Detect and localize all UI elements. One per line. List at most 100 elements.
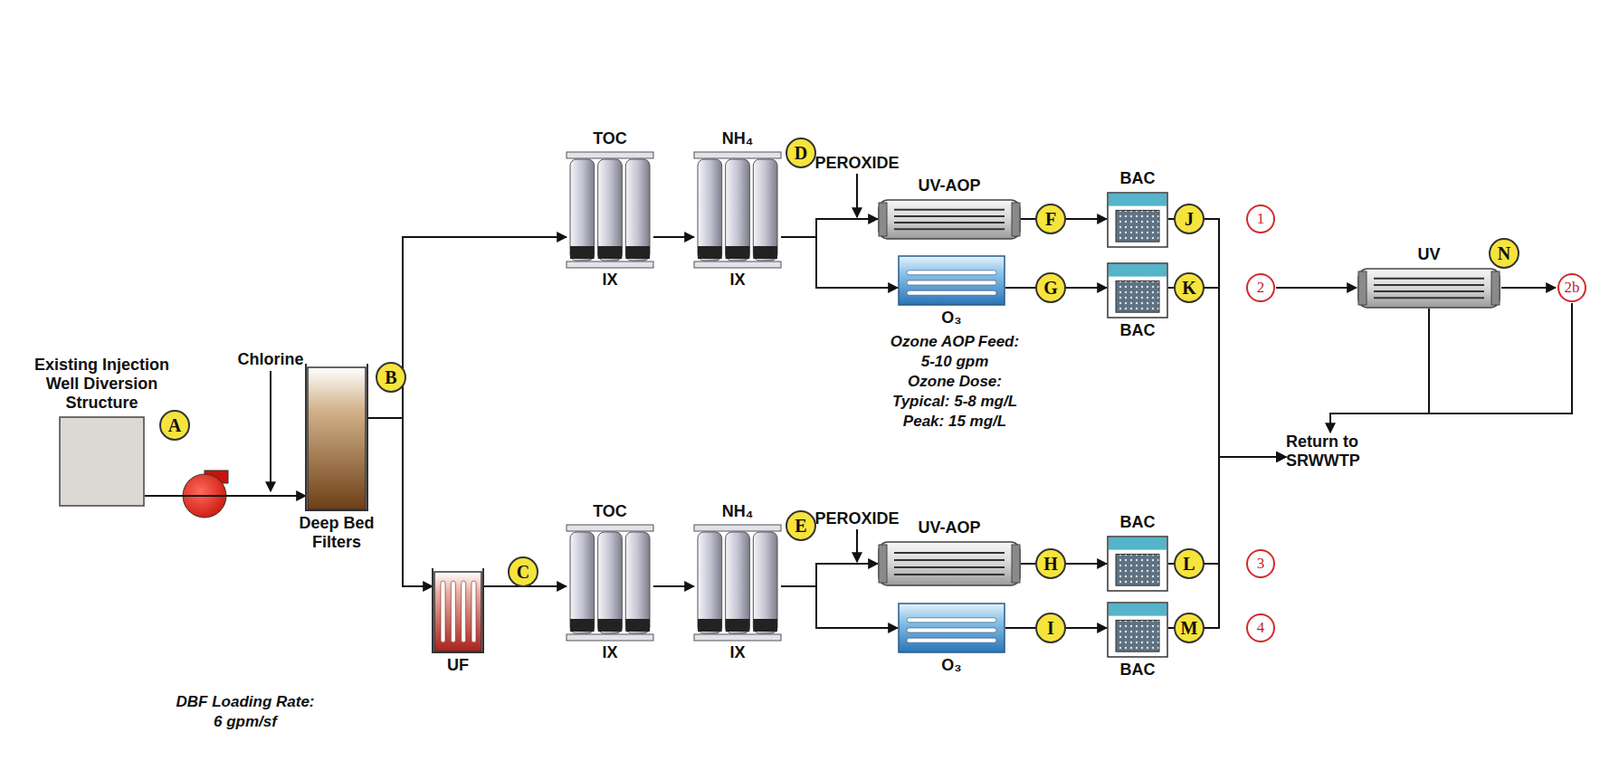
callout-letter: M xyxy=(1173,612,1205,644)
node-label: Deep Bed Filters xyxy=(286,514,387,553)
callout-letter: K xyxy=(1173,272,1205,304)
ion-exchange-vessel: TOCIX xyxy=(566,524,654,641)
layout-drawing xyxy=(182,173,1572,562)
chemical-feed-label: PEROXIDE xyxy=(814,509,899,529)
node-label: UV-AOP xyxy=(917,518,981,538)
dbf-graphic xyxy=(305,361,368,512)
stream-line xyxy=(1501,286,1556,289)
uv-graphic xyxy=(877,541,1021,587)
callout-letter: I xyxy=(1035,612,1067,644)
callout-letter: G xyxy=(1035,272,1067,304)
uv-reactor: UV-AOP xyxy=(877,541,1021,587)
node-label: O₃ xyxy=(941,308,962,328)
node-label: BAC xyxy=(1120,169,1156,189)
node-label: O₃ xyxy=(941,656,962,676)
ozone-basin: O₃ xyxy=(897,602,1006,654)
flow-line xyxy=(780,237,898,288)
stream-number: 4 xyxy=(1246,613,1276,643)
design-note: Ozone AOP Feed: xyxy=(890,332,1020,352)
node-label: TOC xyxy=(592,129,628,149)
stream-line xyxy=(1428,303,1572,414)
design-note: Ozone Dose: xyxy=(907,371,1002,391)
ion-exchange-vessel: TOCIX xyxy=(566,152,654,268)
stream-number: 2 xyxy=(1246,273,1276,303)
flow-line xyxy=(653,236,695,239)
callout-letter: D xyxy=(785,137,817,169)
ion-exchange-vessel: NH₄IX xyxy=(694,524,781,641)
chemical-feed-label: PEROXIDE xyxy=(814,153,899,173)
node-label: BAC xyxy=(1120,321,1156,341)
flow-line xyxy=(780,563,878,587)
callout-letter: E xyxy=(785,510,817,542)
node-label: BAC xyxy=(1120,513,1156,533)
chlorine-feed-arrow xyxy=(269,371,272,492)
bac-graphic xyxy=(1106,601,1169,658)
flow-line xyxy=(1168,219,1286,458)
ix-graphic xyxy=(566,524,654,641)
node-label: TOC xyxy=(592,502,628,522)
flow-line xyxy=(653,585,695,588)
node-label: UF xyxy=(447,656,469,676)
design-note: DBF Loading Rate: xyxy=(176,692,315,712)
node-label: IX xyxy=(601,643,618,663)
design-note: Typical: 5-8 mg/L xyxy=(892,391,1018,411)
bac-filter: BAC xyxy=(1106,262,1169,319)
node-label: IX xyxy=(729,643,745,663)
ix-graphic xyxy=(566,152,654,268)
ix-graphic xyxy=(694,152,781,268)
callout-letter: C xyxy=(507,556,539,588)
node-label: NH₄ xyxy=(722,129,754,149)
bac-graphic xyxy=(1106,262,1169,319)
node-label: BAC xyxy=(1120,660,1156,680)
design-note: 6 gpm/sf xyxy=(213,712,277,732)
design-note: Peak: 15 mg/L xyxy=(903,411,1007,431)
ultrafiltration-tank: UF xyxy=(432,566,484,654)
flow-line xyxy=(144,495,306,497)
uv-graphic xyxy=(1357,267,1501,309)
ix-graphic xyxy=(694,524,781,641)
bac-filter: BAC xyxy=(1106,535,1169,592)
return-destination: Return to SRWWTP xyxy=(1285,432,1361,471)
peroxide-feed-arrow xyxy=(856,173,858,218)
deep-bed-filter: Deep Bed Filters xyxy=(305,361,368,512)
ozone-basin: O₃ xyxy=(897,255,1006,306)
node-label: UV xyxy=(1417,245,1440,265)
stream-number: 3 xyxy=(1246,549,1276,579)
o3-graphic xyxy=(897,255,1006,306)
chemical-feed-label: Chlorine xyxy=(237,350,304,370)
bac-graphic xyxy=(1106,191,1169,248)
flow-line xyxy=(780,219,878,238)
flow-line xyxy=(780,586,898,629)
node-label: Return to SRWWTP xyxy=(1285,432,1361,471)
o3-graphic xyxy=(897,602,1006,654)
node-label: NH₄ xyxy=(722,502,754,522)
stream-number: 2b xyxy=(1557,273,1587,303)
stream-line xyxy=(1276,286,1357,289)
callout-letter: J xyxy=(1173,203,1205,235)
ion-exchange-vessel: NH₄IX xyxy=(694,152,781,268)
callout-letter: F xyxy=(1035,203,1067,235)
callout-letter: L xyxy=(1173,548,1205,580)
peroxide-feed-arrow xyxy=(856,529,858,562)
node-label: IX xyxy=(729,270,745,290)
bac-filter: BAC xyxy=(1106,191,1169,248)
diversion-structure: Existing Injection Well Diversion Struct… xyxy=(58,416,145,507)
flow-line xyxy=(1168,287,1286,458)
flow-line xyxy=(1168,457,1286,629)
flow-line xyxy=(1330,308,1429,433)
uv-graphic xyxy=(877,199,1021,240)
bac-graphic xyxy=(1106,535,1169,592)
box-graphic xyxy=(58,416,145,507)
flow-line xyxy=(367,418,433,587)
callout-letter: A xyxy=(159,409,191,441)
node-label: IX xyxy=(601,270,618,290)
callout-letter: H xyxy=(1035,548,1067,580)
node-label: UV-AOP xyxy=(917,176,981,196)
callout-letter: N xyxy=(1488,238,1520,269)
callout-letter: B xyxy=(375,361,407,393)
uv-reactor: UV-AOP xyxy=(877,199,1021,240)
bac-filter: BAC xyxy=(1106,601,1169,658)
uv-reactor: UV xyxy=(1357,267,1501,309)
